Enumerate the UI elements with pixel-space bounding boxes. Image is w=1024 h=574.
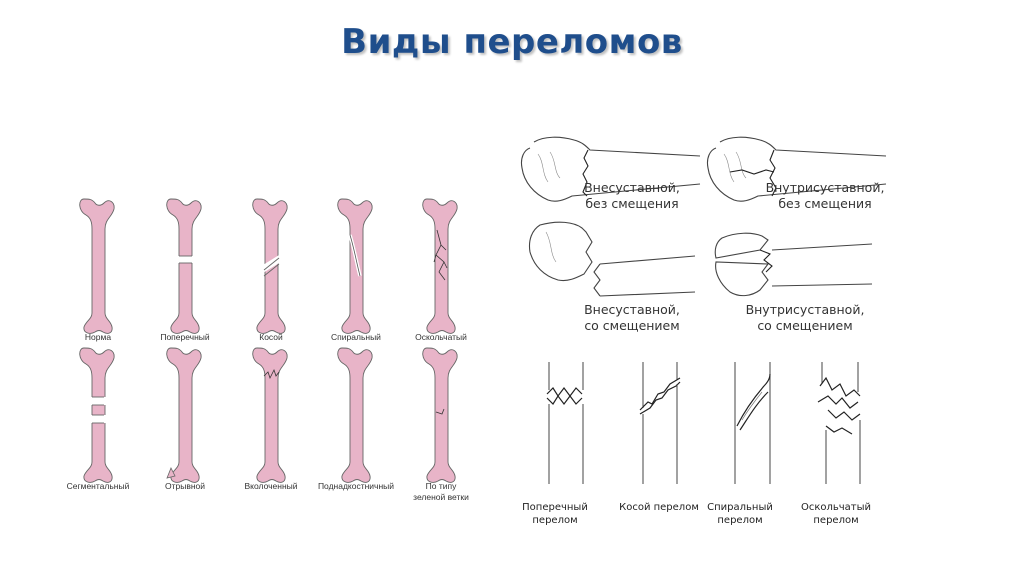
label-shaft-spiral-line2: перелом	[717, 515, 762, 526]
label-shaft-comminuted-line2: перелом	[813, 515, 858, 526]
shaft-spiral	[735, 362, 770, 484]
label-shaft-oblique-line1: Косой перелом	[619, 502, 699, 513]
label-shaft-spiral-line1: Спиральный	[707, 502, 773, 513]
label-shaft-transverse-line2: перелом	[532, 515, 577, 526]
shaft-transverse	[547, 362, 583, 484]
label-shaft-comminuted-line1: Оскольчатый	[801, 502, 871, 513]
shaft-comminuted	[818, 362, 860, 484]
label-shaft-transverse-line1: Поперечный	[522, 502, 588, 513]
shaft-oblique	[640, 362, 680, 484]
